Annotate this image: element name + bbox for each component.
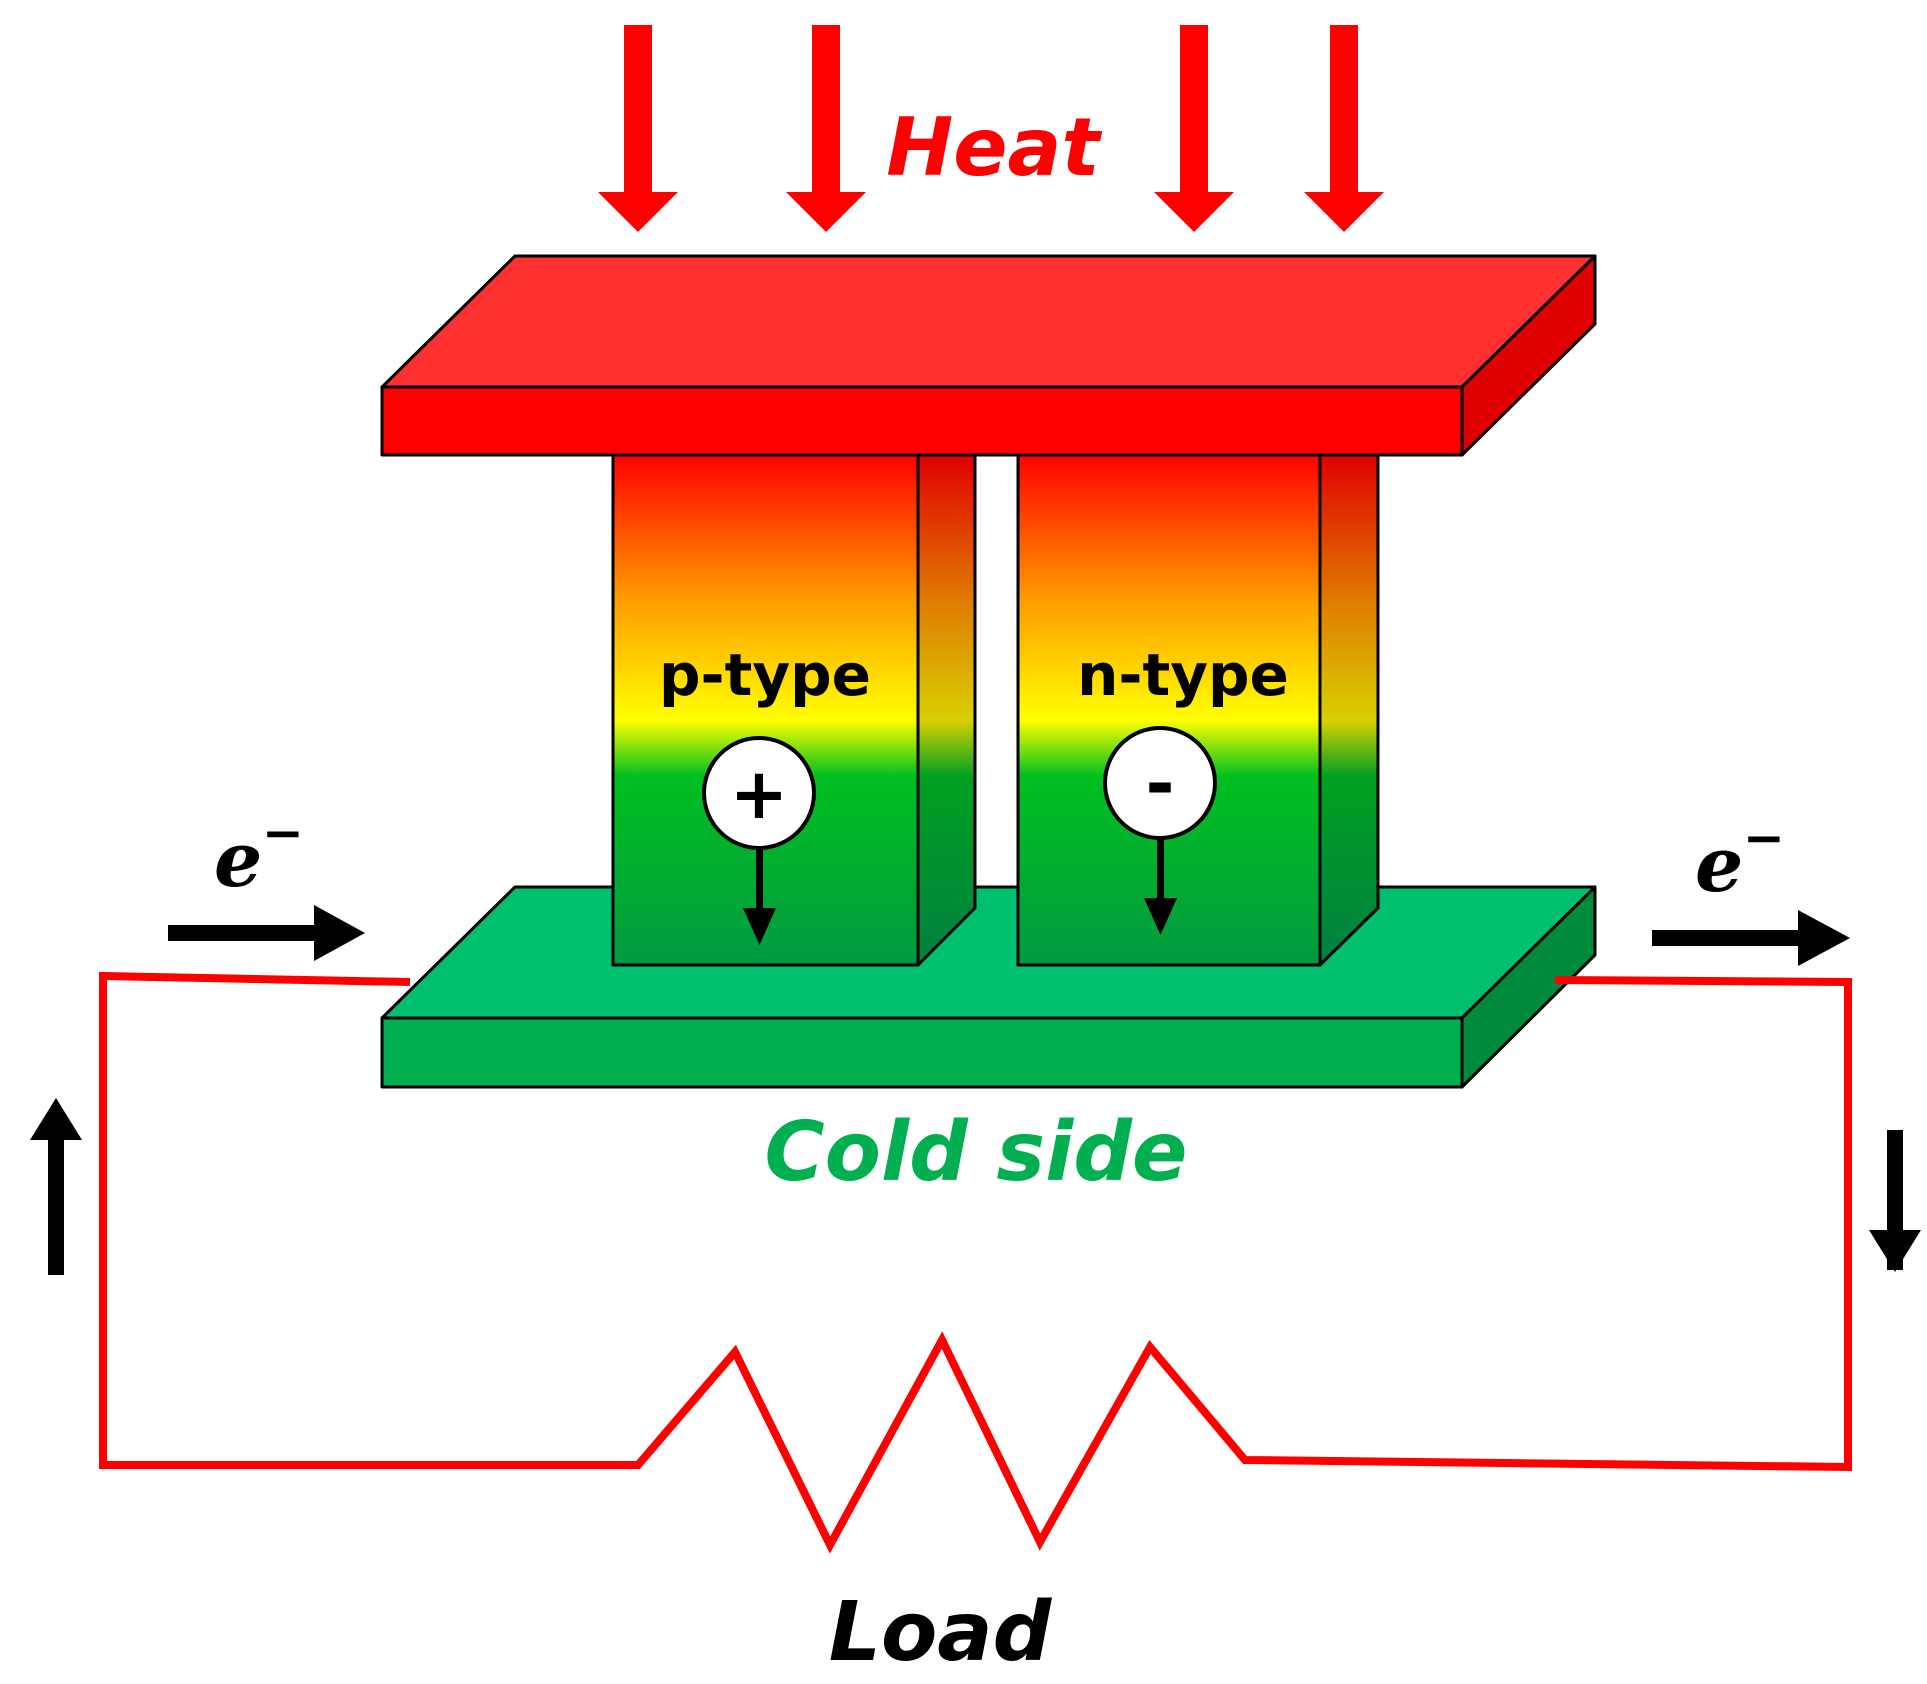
p-type-leg-side (916, 453, 977, 967)
arrow-down-icon (786, 25, 866, 232)
hole-symbol: + (730, 753, 789, 835)
arrow-down-icon (1869, 1130, 1921, 1272)
n-type-leg-front (1016, 453, 1322, 967)
arrow-up-icon (30, 1098, 82, 1275)
electron-label-left-letter: e (214, 815, 262, 904)
arrow-down-icon (598, 25, 678, 232)
cold-side-plate (380, 885, 1597, 1089)
circuit-wire (99, 971, 1852, 1554)
electron-label-left-charge: − (262, 804, 304, 862)
electron-label-left: e − (214, 804, 304, 904)
heat-arrows (598, 25, 1384, 232)
electron-label-right-letter: e (1695, 820, 1743, 909)
electron-label-right-charge: − (1743, 809, 1785, 867)
p-type-label: p-type (659, 641, 871, 709)
arrow-right-icon (168, 905, 365, 961)
arrow-down-icon (1144, 838, 1177, 935)
electron-label-right: e − (1695, 809, 1785, 909)
electron-carrier: - (1103, 726, 1217, 935)
arrow-down-icon (1154, 25, 1234, 232)
cold-plate-front (380, 1016, 1464, 1089)
arrow-right-icon (1652, 910, 1850, 966)
arrow-down-icon (743, 848, 776, 945)
load-label: Load (829, 1585, 1053, 1680)
n-type-leg (1016, 453, 1380, 967)
electron-symbol: - (1145, 743, 1174, 825)
p-type-leg-front (611, 453, 920, 967)
cold-plate-top (380, 885, 1597, 1020)
n-type-label: n-type (1077, 641, 1289, 709)
hot-plate-top (380, 254, 1597, 389)
hot-plate-front (380, 385, 1464, 457)
p-type-leg (611, 453, 977, 967)
hot-side-plate (380, 254, 1597, 457)
n-type-leg-side (1318, 453, 1380, 967)
cold-side-label: Cold side (764, 1105, 1187, 1200)
heat-label: Heat (886, 101, 1102, 194)
hole-carrier: + (702, 736, 816, 945)
arrow-down-icon (1304, 25, 1384, 232)
